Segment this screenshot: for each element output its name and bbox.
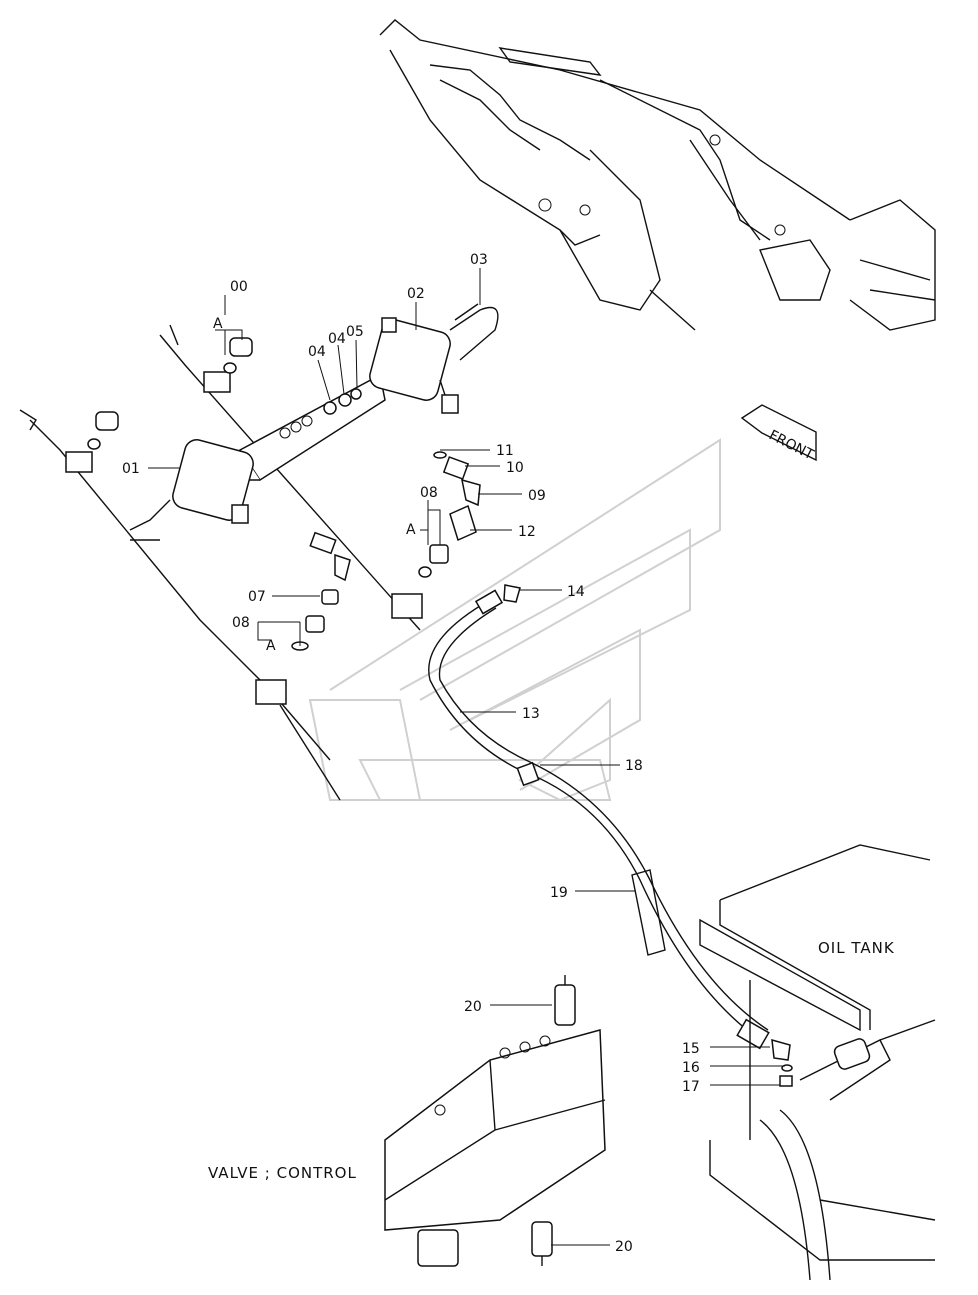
cap-00: [87, 337, 253, 450]
callout-05: 05: [346, 324, 364, 340]
callout-02: 02: [407, 286, 425, 302]
callouts: 00 A 01 02 03 04 04 05 07 08 A 08 A 09 1…: [122, 252, 700, 1255]
boom-arm-illustration: [379, 19, 936, 331]
rod-block-right: [391, 593, 423, 619]
callout-11: 11: [496, 443, 514, 459]
oil-tank-label: OIL TANK: [818, 939, 895, 957]
watermark: [308, 438, 721, 802]
lever-rods: [19, 324, 423, 801]
callout-03: 03: [470, 252, 488, 268]
leader-lines: [148, 268, 785, 1246]
front-label: FRONT: [766, 427, 816, 463]
callout-01: 01: [122, 461, 140, 477]
callout-20-a: 20: [464, 999, 482, 1015]
cylinder-02: [369, 317, 459, 414]
callout-15: 15: [682, 1041, 700, 1057]
u-bolt-03: [449, 303, 499, 361]
callout-14: 14: [567, 584, 585, 600]
rod-block-mid: [203, 371, 231, 393]
callout-09: 09: [528, 488, 546, 504]
mounting-bracket: [238, 373, 386, 482]
callout-08-b: 08: [232, 615, 250, 631]
callout-04-b: 04: [328, 331, 346, 347]
callout-07: 07: [248, 589, 266, 605]
control-valve-illustration: [384, 975, 606, 1267]
cylinder-01: [129, 439, 254, 541]
callout-13: 13: [522, 706, 540, 722]
control-valve-label: VALVE ; CONTROL: [208, 1164, 357, 1182]
callout-19: 19: [550, 885, 568, 901]
callout-18: 18: [625, 758, 643, 774]
hose-13-19: [428, 589, 770, 1050]
callout-04-a: 04: [308, 344, 326, 360]
callout-17: 17: [682, 1079, 700, 1095]
callout-20-b: 20: [615, 1239, 633, 1255]
front-arrow: FRONT: [740, 404, 817, 463]
callout-00: 00: [230, 279, 248, 295]
callout-10: 10: [506, 460, 524, 476]
rod-block-left: [65, 451, 93, 473]
fittings: [291, 451, 521, 651]
callout-a-08-b: A: [266, 638, 276, 654]
oil-tank-illustration: [699, 844, 936, 1281]
callout-16: 16: [682, 1060, 700, 1076]
callout-a-08-a: A: [406, 522, 416, 538]
callout-08-a: 08: [420, 485, 438, 501]
callout-12: 12: [518, 524, 536, 540]
nuts-04-05: [323, 388, 362, 415]
rod-block-bottom: [255, 679, 287, 705]
callout-a-00: A: [213, 316, 223, 332]
